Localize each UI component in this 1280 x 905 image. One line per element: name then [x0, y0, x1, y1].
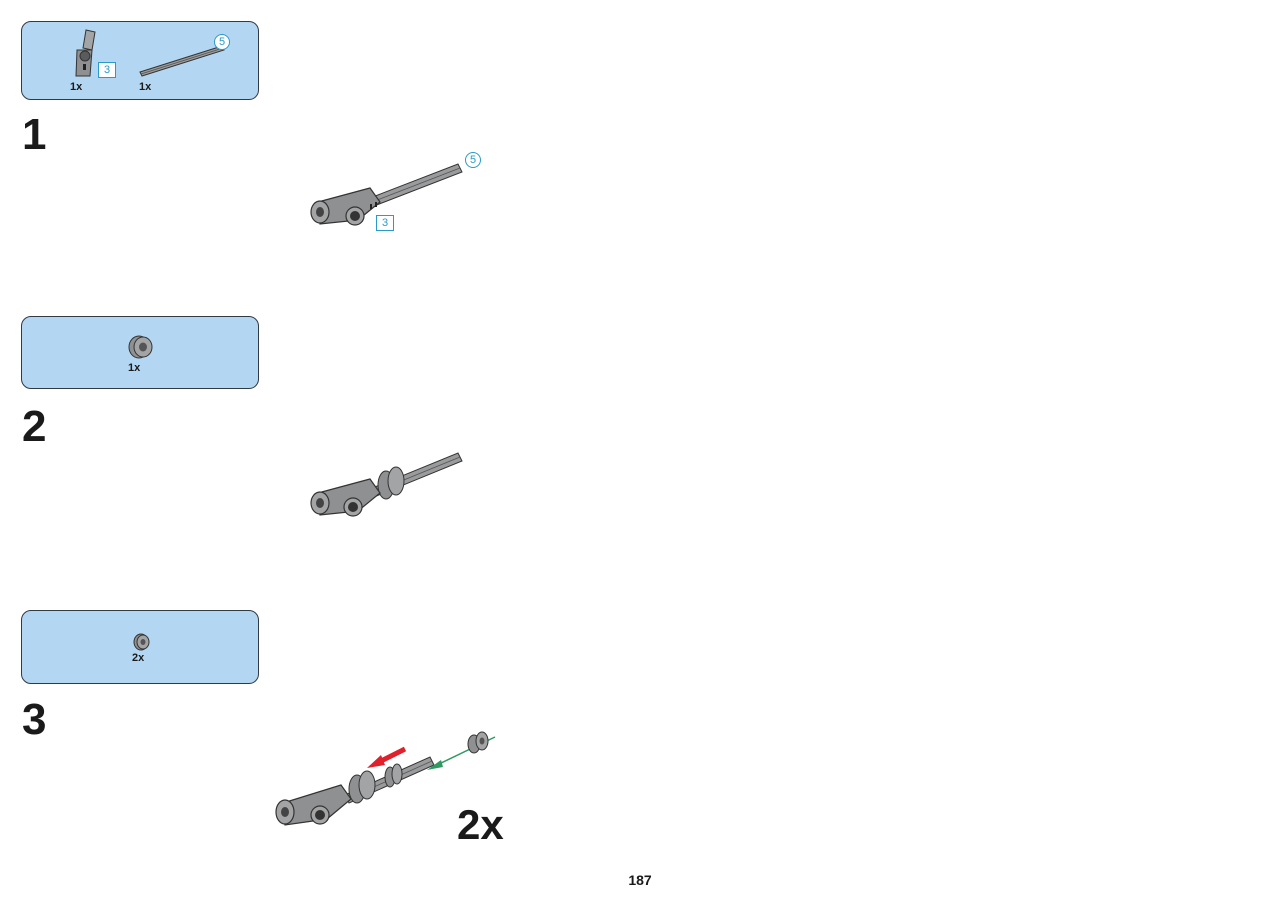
bush-icon [128, 335, 153, 359]
half-bush-icon [133, 633, 150, 651]
step-number: 1 [22, 110, 47, 159]
part-qty: 2x [132, 652, 145, 664]
angle-connector-icon [75, 29, 96, 77]
axle-icon [139, 45, 225, 77]
step-number: 3 [22, 695, 47, 744]
parts-list-step-2: 1x [21, 316, 259, 389]
parts-list-step-3: 2x [21, 610, 259, 684]
page-number: 187 [628, 872, 652, 888]
step-3-assembly [275, 731, 496, 826]
assembly-multiplier: 2x [457, 801, 504, 848]
part-qty: 1x [70, 81, 83, 93]
step-2-assembly [310, 452, 463, 517]
length-indicator-square: 3 [376, 215, 394, 231]
length-indicator-square: 3 [98, 62, 116, 78]
part-qty: 1x [128, 362, 141, 374]
length-indicator-circle: 5 [214, 34, 230, 50]
step-number: 2 [22, 402, 47, 451]
parts-list-step-1: 1x 3 1x 5 [21, 21, 259, 100]
length-indicator-circle: 5 [465, 152, 481, 168]
part-qty: 1x [139, 81, 152, 93]
step-1-assembly [310, 163, 463, 226]
